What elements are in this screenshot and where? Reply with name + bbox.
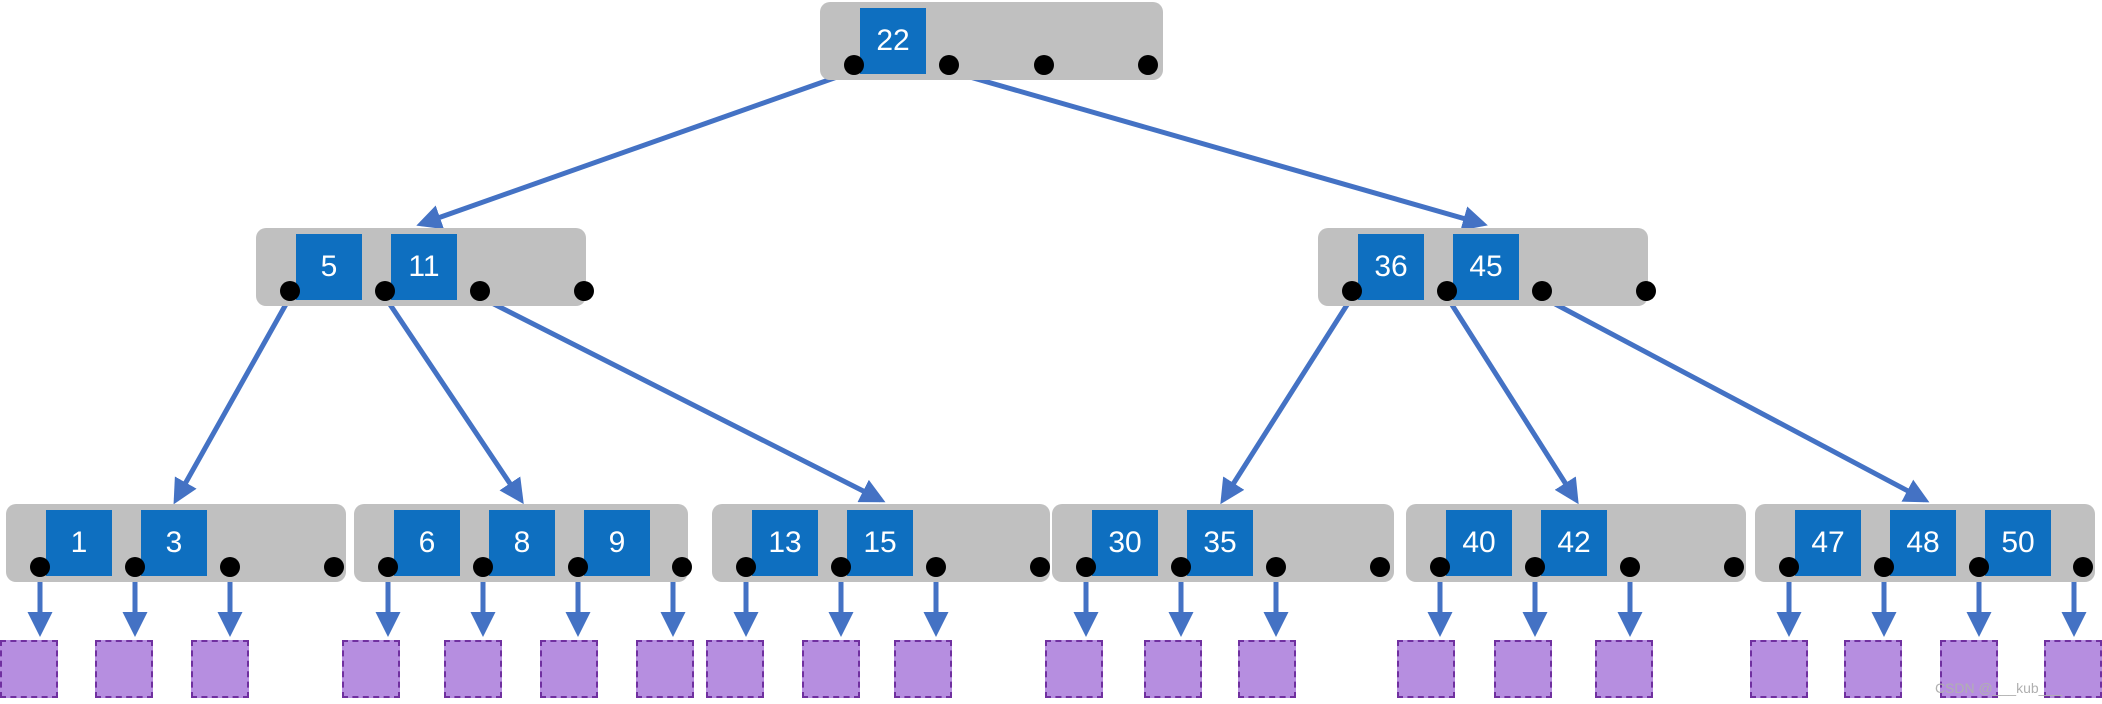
child-pointer: [1620, 557, 1640, 577]
child-pointer: [378, 557, 398, 577]
data-page: [2044, 640, 2102, 698]
tree-node: 47 48 50: [1755, 504, 2095, 582]
child-pointer: [30, 557, 50, 577]
tree-node: 40 42: [1406, 504, 1746, 582]
data-page: [1397, 640, 1455, 698]
child-pointer: [574, 281, 594, 301]
edge-internal-to-leafnode: [1444, 295, 1579, 505]
data-page: [636, 640, 694, 698]
data-page: [1940, 640, 1998, 698]
edge-root-left: [416, 68, 855, 230]
node-key: 36: [1358, 234, 1424, 300]
child-pointer: [2073, 557, 2093, 577]
data-page: [1494, 640, 1552, 698]
data-page: [444, 640, 502, 698]
node-key: 9: [584, 510, 650, 576]
child-pointer: [736, 557, 756, 577]
child-pointer: [1266, 557, 1286, 577]
tree-node: 36 45: [1318, 228, 1656, 306]
edge-internal-to-leafnode: [173, 295, 293, 505]
child-pointer: [831, 557, 851, 577]
child-pointer: [473, 557, 493, 577]
node-key: 15: [847, 510, 913, 576]
child-pointer: [1034, 55, 1054, 75]
node-key: 3: [141, 510, 207, 576]
data-page: [802, 640, 860, 698]
node-key: 50: [1985, 510, 2051, 576]
child-pointer: [1430, 557, 1450, 577]
edge-internal-to-leafnode: [478, 294, 886, 503]
child-pointer: [568, 557, 588, 577]
data-page: [540, 640, 598, 698]
tree-node: 13 15: [712, 504, 1050, 582]
child-pointer: [220, 557, 240, 577]
node-key: 40: [1446, 510, 1512, 576]
child-pointer: [280, 281, 300, 301]
node-key: 22: [860, 8, 926, 74]
node-key: 1: [46, 510, 112, 576]
child-pointer: [1437, 281, 1457, 301]
child-pointer: [1342, 281, 1362, 301]
node-key: 13: [752, 510, 818, 576]
data-page: [95, 640, 153, 698]
child-pointer: [1969, 557, 1989, 577]
node-key: 42: [1541, 510, 1607, 576]
child-pointer: [672, 557, 692, 577]
edge-internal-to-leafnode: [382, 295, 524, 505]
data-page: [1144, 640, 1202, 698]
data-page: [1844, 640, 1902, 698]
child-pointer: [324, 557, 344, 577]
child-pointer: [939, 55, 959, 75]
data-page: [1238, 640, 1296, 698]
edge-internal-to-leafnode: [1540, 294, 1930, 503]
node-key: 48: [1890, 510, 1956, 576]
child-pointer: [1171, 557, 1191, 577]
node-key: 5: [296, 234, 362, 300]
node-key: 45: [1453, 234, 1519, 300]
child-pointer: [1724, 557, 1744, 577]
tree-node: 5 11: [256, 228, 594, 306]
child-pointer: [1532, 281, 1552, 301]
edge-internal-to-leafnode: [1220, 295, 1355, 505]
child-pointer: [1636, 281, 1656, 301]
data-page: [191, 640, 249, 698]
child-pointer: [1076, 557, 1096, 577]
data-page: [0, 640, 58, 698]
data-page: [1750, 640, 1808, 698]
tree-node: 22: [820, 2, 1163, 80]
data-page: [1595, 640, 1653, 698]
node-key: 6: [394, 510, 460, 576]
child-pointer: [844, 55, 864, 75]
child-pointer: [1030, 557, 1050, 577]
tree-node: 30 35: [1052, 504, 1394, 582]
node-key: 11: [391, 234, 457, 300]
child-pointer: [375, 281, 395, 301]
child-pointer: [1138, 55, 1158, 75]
child-pointer: [1525, 557, 1545, 577]
node-key: 47: [1795, 510, 1861, 576]
child-pointer: [125, 557, 145, 577]
data-page: [894, 640, 952, 698]
child-pointer: [1779, 557, 1799, 577]
node-key: 30: [1092, 510, 1158, 576]
node-key: 35: [1187, 510, 1253, 576]
child-pointer: [1874, 557, 1894, 577]
child-pointer: [926, 557, 946, 577]
child-pointer: [470, 281, 490, 301]
watermark: CSDN @___kub___: [1934, 680, 2062, 696]
data-page: [1045, 640, 1103, 698]
data-page: [706, 640, 764, 698]
edge-root-right: [948, 68, 1488, 231]
child-pointer: [1370, 557, 1390, 577]
data-page: [342, 640, 400, 698]
node-key: 8: [489, 510, 555, 576]
